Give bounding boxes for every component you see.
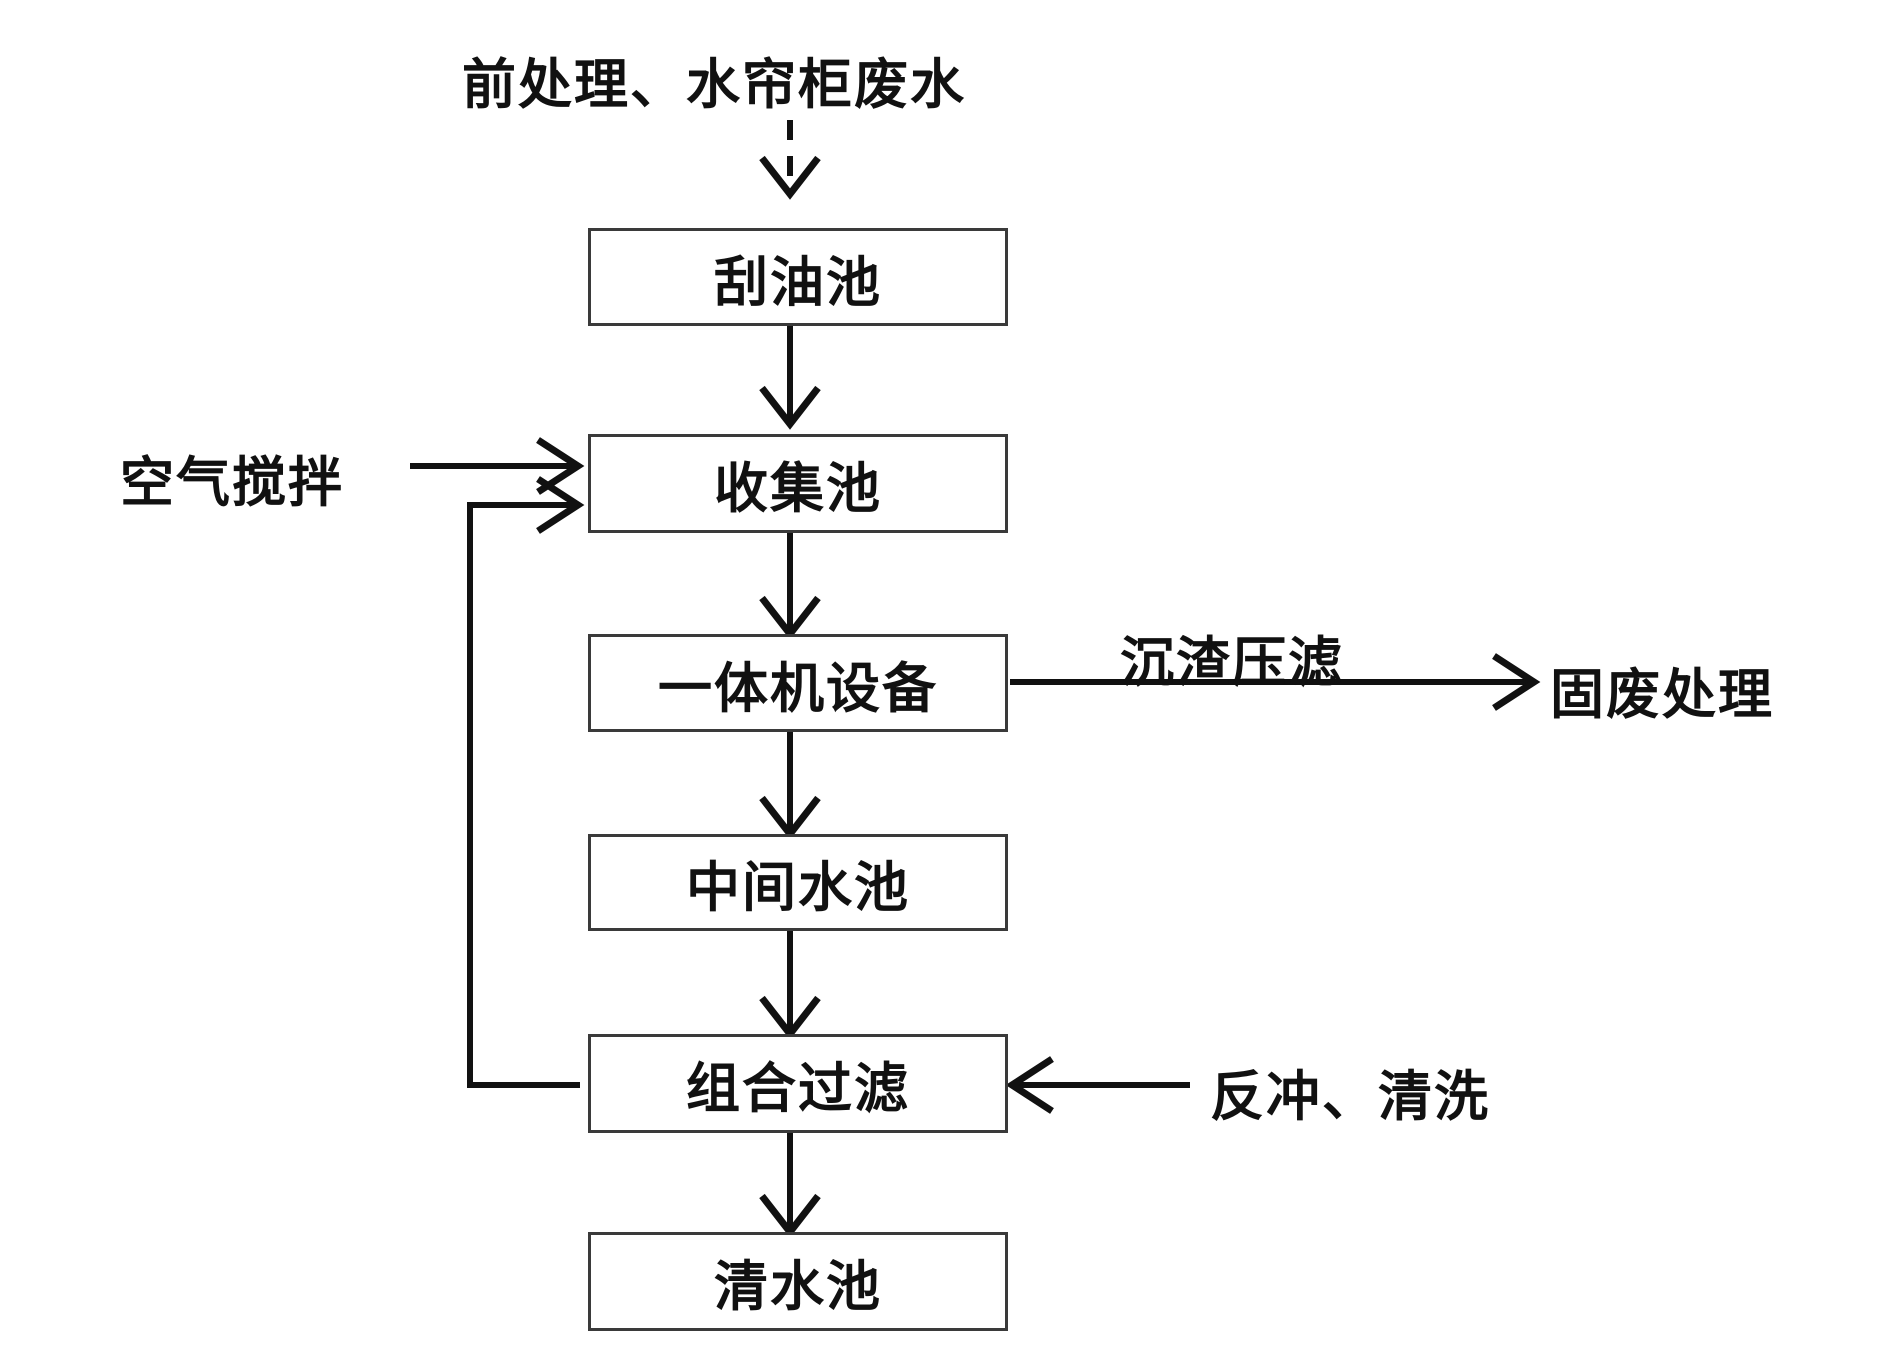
label-air-agitation: 空气搅拌 — [120, 451, 344, 514]
edge-collection-to-integrated — [759, 533, 821, 640]
node-clear-water-tank[interactable]: 清水池 — [588, 1232, 1008, 1331]
edge-integrated-to-solid-waste — [1010, 653, 1541, 711]
edge-scraping-to-collection — [759, 325, 821, 430]
label-backwash-rinse: 反冲、清洗 — [1210, 1065, 1490, 1128]
edge-filter-recycle-to-collection — [467, 476, 585, 1088]
edge-intermediate-to-filter — [759, 930, 821, 1040]
label-solid-waste-treatment: 固废处理 — [1550, 663, 1774, 726]
edge-inflow-to-scraping-tank — [759, 120, 821, 200]
edge-backwash-to-filter — [1005, 1056, 1190, 1114]
node-integrated-unit[interactable]: 一体机设备 — [588, 634, 1008, 732]
label-sludge-pressing: 沉渣压滤 — [1120, 631, 1344, 694]
node-combined-filter[interactable]: 组合过滤 — [588, 1034, 1008, 1133]
diagram-source-label: 前处理、水帘柜废水 — [462, 53, 966, 116]
node-intermediate-tank[interactable]: 中间水池 — [588, 834, 1008, 931]
edge-filter-to-clearwater — [759, 1132, 821, 1238]
edge-air-agitation-to-collection — [410, 437, 585, 495]
node-collection-tank[interactable]: 收集池 — [588, 434, 1008, 533]
node-scraping-tank[interactable]: 刮油池 — [588, 228, 1008, 326]
edge-integrated-to-intermediate — [759, 732, 821, 840]
